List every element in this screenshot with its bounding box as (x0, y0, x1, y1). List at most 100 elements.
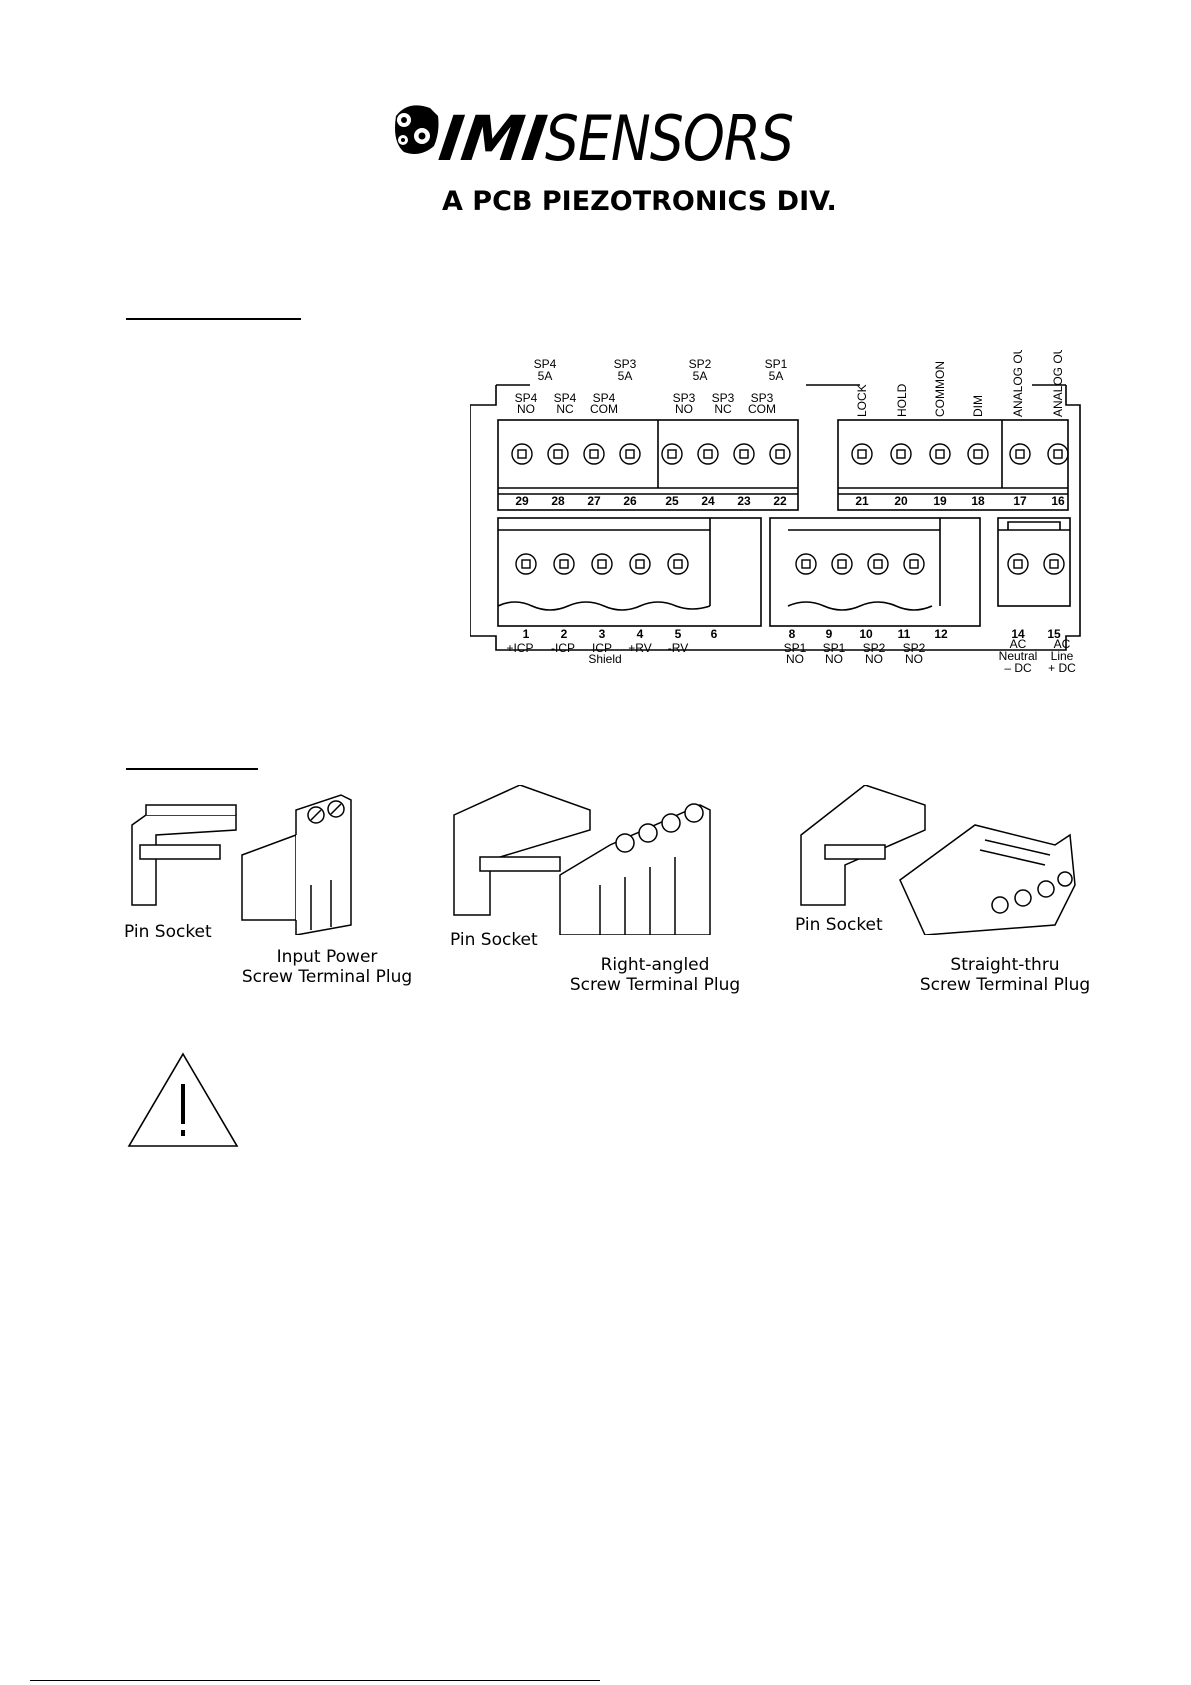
bottom-label-14: AC (1010, 637, 1027, 651)
screw-terminal-1-slot (521, 559, 531, 569)
terminal-number-14: 14 (1011, 627, 1025, 641)
screw-terminal-1 (515, 553, 537, 575)
pin-label-hold: HOLD (895, 383, 909, 417)
bottom-label-9: SP1 (823, 641, 846, 655)
screw-terminal-16 (1047, 443, 1069, 465)
right-angled-plug-illustration (453, 785, 711, 935)
bottom-label-11: SP2 (903, 641, 926, 655)
pin-label-27-sub: COM (590, 402, 618, 416)
screw-terminal-8 (795, 553, 817, 575)
pin-label-common: COMMON (933, 361, 947, 417)
bottom-label-10-sub: NO (865, 652, 883, 666)
screw-terminal-21-slot (857, 449, 867, 459)
screw-terminal-15 (1043, 553, 1065, 575)
screw-terminal-24 (697, 443, 719, 465)
screw-terminal-22-slot (775, 449, 785, 459)
screw-terminal-27-slot (589, 449, 599, 459)
pin-socket-label-1: Pin Socket (124, 922, 212, 942)
connector-figure-right-angled: Pin Socket Right-angled Screw Terminal P… (450, 785, 750, 1010)
terminal-diagram: SP4 5A SP3 5A SP2 5A SP1 5A SP4 NO SP4 N… (469, 304, 1090, 685)
section-heading-underline-2 (126, 768, 258, 770)
pin-label-25-sub: NO (675, 402, 693, 416)
screw-terminal-9 (831, 553, 853, 575)
screw-terminal-10 (867, 553, 889, 575)
terminal-number-8: 8 (789, 627, 796, 641)
group-label-sp1: SP1 (765, 357, 788, 371)
screw-terminal-19-slot (935, 449, 945, 459)
terminal-number-10: 10 (859, 627, 873, 641)
plug-caption-3-line2: Screw Terminal Plug (919, 975, 1091, 996)
bottom-label-15: AC (1054, 637, 1071, 651)
pin-label-29: SP4 (515, 391, 538, 405)
screw-terminal-27 (583, 443, 605, 465)
screw-terminal-24-slot (703, 449, 713, 459)
logo-wordmark: IMISENSORS (435, 102, 833, 175)
screw-terminal-29 (511, 443, 533, 465)
pin-label-24-sub: NC (714, 402, 732, 416)
screw-terminal-26 (619, 443, 641, 465)
plug-caption-3: Straight-thru Screw Terminal Plug (910, 955, 1100, 996)
bottom-label-8-sub: NO (786, 652, 804, 666)
terminal-number-9: 9 (826, 627, 833, 641)
section-heading-underline (126, 318, 301, 320)
screw-terminal-23-slot (739, 449, 749, 459)
terminal-number-29: 29 (515, 494, 529, 508)
group-label-sp4-rating: 5A (538, 369, 553, 383)
group-label-sp1-rating: 5A (769, 369, 784, 383)
terminal-number-19: 19 (933, 494, 947, 508)
screw-terminal-28 (547, 443, 569, 465)
terminal-number-24: 24 (701, 494, 715, 508)
pin-label-25: SP3 (673, 391, 696, 405)
group-label-sp4: SP4 (534, 357, 557, 371)
screw-terminal-5 (667, 553, 689, 575)
terminal-number-20: 20 (894, 494, 908, 508)
screw-terminal-25-slot (667, 449, 677, 459)
plug-caption-2-line1: Right-angled (600, 955, 710, 975)
pin-label-analog-out-minus: ANALOG OUTPUT - (1011, 350, 1025, 417)
screw-terminal-25 (661, 443, 683, 465)
pin-label-23-sub: COM (748, 402, 776, 416)
group-label-sp2: SP2 (689, 357, 712, 371)
terminal-number-15: 15 (1047, 627, 1061, 641)
screw-terminal-16-slot (1053, 449, 1063, 459)
plug-caption-2-line2: Screw Terminal Plug (569, 975, 741, 996)
bottom-label-icp-shield: ICP (592, 641, 612, 655)
bottom-label-15-sub: Line (1051, 649, 1074, 663)
screw-terminal-14 (1007, 553, 1029, 575)
pin-label-27: SP4 (593, 391, 616, 405)
pin-label-dim: DIM (971, 395, 985, 417)
pin-socket-label-2: Pin Socket (450, 930, 538, 950)
bottom-label-15-sub2: + DC (1048, 661, 1076, 675)
pin-label-29-sub: NO (517, 402, 535, 416)
terminal-number-18: 18 (971, 494, 985, 508)
footer-rule (30, 1680, 600, 1681)
screw-terminal-18-slot (973, 449, 983, 459)
screw-terminal-20 (890, 443, 912, 465)
screw-terminal-10-slot (873, 559, 883, 569)
bottom-label-rv-minus: -RV (668, 641, 688, 655)
screw-terminal-4-slot (635, 559, 645, 569)
pin-label-23: SP3 (751, 391, 774, 405)
pin-socket-label-3: Pin Socket (795, 915, 883, 935)
terminal-number-22: 22 (773, 494, 787, 508)
group-label-sp3-rating: 5A (618, 369, 633, 383)
screw-terminal-3 (591, 553, 613, 575)
logo-imi: IMI (434, 102, 551, 175)
input-power-plug-illustration (131, 794, 352, 935)
bottom-label-10: SP2 (863, 641, 886, 655)
plug-caption-1-line1: Input Power (276, 947, 378, 967)
terminal-number-2: 2 (561, 627, 568, 641)
group-label-sp3: SP3 (614, 357, 637, 371)
plug-caption-1: Input Power Screw Terminal Plug (232, 947, 422, 988)
screw-terminal-18 (967, 443, 989, 465)
bottom-label-rv-plus: +RV (628, 641, 651, 655)
screw-terminal-23 (733, 443, 755, 465)
screw-terminal-26-slot (625, 449, 635, 459)
bottom-label-14-sub: Neutral (999, 649, 1038, 663)
screw-terminal-28-slot (553, 449, 563, 459)
plug-caption-3-line1: Straight-thru (950, 955, 1060, 975)
screw-terminal-2-slot (559, 559, 569, 569)
terminal-number-16: 16 (1051, 494, 1065, 508)
terminal-number-28: 28 (551, 494, 565, 508)
logo-emblem-icon (395, 105, 439, 154)
